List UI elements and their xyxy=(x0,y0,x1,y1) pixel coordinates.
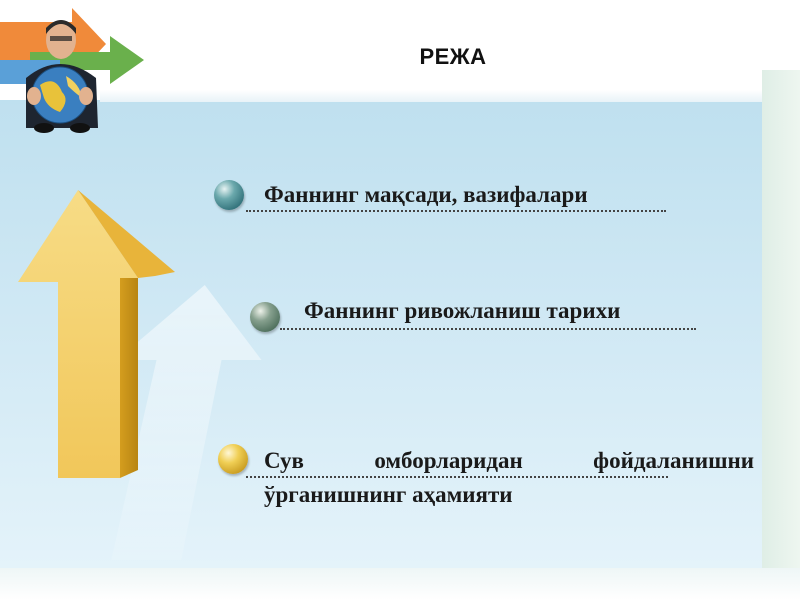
dotted-line xyxy=(280,328,696,330)
dotted-line xyxy=(246,476,668,478)
golden-arrow-front xyxy=(18,190,138,478)
panel-top-edge xyxy=(100,90,800,102)
panel-side xyxy=(762,70,800,568)
sphere-bullet-icon xyxy=(214,180,244,210)
agenda-item-3: Сув омборларидан фойдаланишни ўрганишнин… xyxy=(264,448,754,507)
sphere-bullet-icon xyxy=(218,444,248,474)
agenda-item-1: Фаннинг мақсади, вазифалари xyxy=(264,182,588,207)
slide-title: РЕЖА xyxy=(419,44,487,69)
agenda-item-2: Фаннинг ривожланиш тарихи xyxy=(304,298,621,323)
green-arrow-icon xyxy=(30,36,144,84)
sphere-bullet-icon xyxy=(250,302,280,332)
businessman-with-globe-icon xyxy=(0,8,144,133)
golden-arrow-shaft-side xyxy=(120,278,138,478)
ghost-arrow-icon xyxy=(111,285,262,560)
dotted-line xyxy=(246,210,666,212)
golden-arrow-head-side xyxy=(78,190,175,278)
floor xyxy=(0,568,800,600)
